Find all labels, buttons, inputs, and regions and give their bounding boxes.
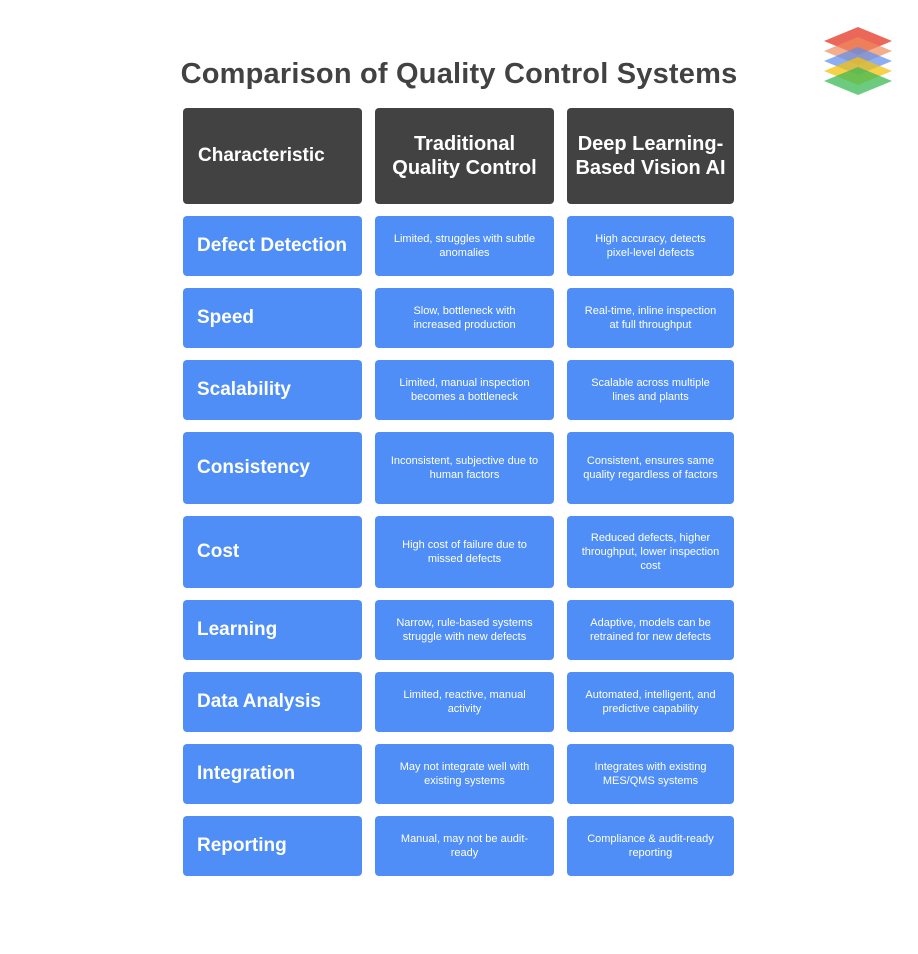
row-traditional-cell: Slow, bottleneck with increased producti… (375, 288, 554, 348)
row-vision-ai-cell: Scalable across multiple lines and plant… (567, 360, 734, 420)
row-traditional-cell: Limited, manual inspection becomes a bot… (375, 360, 554, 420)
row-label: Scalability (183, 360, 362, 420)
row-vision-ai-cell: Reduced defects, higher throughput, lowe… (567, 516, 734, 588)
row-vision-ai-cell: Real-time, inline inspection at full thr… (567, 288, 734, 348)
row-label: Speed (183, 288, 362, 348)
row-vision-ai-cell: Automated, intelligent, and predictive c… (567, 672, 734, 732)
row-traditional-cell: Manual, may not be audit-ready (375, 816, 554, 876)
layered-stack-icon (824, 27, 892, 95)
row-label: Consistency (183, 432, 362, 504)
row-label: Cost (183, 516, 362, 588)
row-label: Defect Detection (183, 216, 362, 276)
row-traditional-cell: May not integrate well with existing sys… (375, 744, 554, 804)
row-label: Integration (183, 744, 362, 804)
header-traditional: Traditional Quality Control (375, 108, 554, 204)
row-vision-ai-cell: Integrates with existing MES/QMS systems (567, 744, 734, 804)
header-characteristic: Characteristic (183, 108, 362, 204)
row-traditional-cell: Inconsistent, subjective due to human fa… (375, 432, 554, 504)
row-label: Data Analysis (183, 672, 362, 732)
row-vision-ai-cell: High accuracy, detects pixel-level defec… (567, 216, 734, 276)
row-traditional-cell: High cost of failure due to missed defec… (375, 516, 554, 588)
row-label: Learning (183, 600, 362, 660)
page-title: Comparison of Quality Control Systems (180, 58, 738, 90)
row-traditional-cell: Limited, struggles with subtle anomalies (375, 216, 554, 276)
row-traditional-cell: Limited, reactive, manual activity (375, 672, 554, 732)
header-vision-ai: Deep Learning-Based Vision AI (567, 108, 734, 204)
row-vision-ai-cell: Consistent, ensures same quality regardl… (567, 432, 734, 504)
row-traditional-cell: Narrow, rule-based systems struggle with… (375, 600, 554, 660)
row-vision-ai-cell: Compliance & audit-ready reporting (567, 816, 734, 876)
row-vision-ai-cell: Adaptive, models can be retrained for ne… (567, 600, 734, 660)
row-label: Reporting (183, 816, 362, 876)
